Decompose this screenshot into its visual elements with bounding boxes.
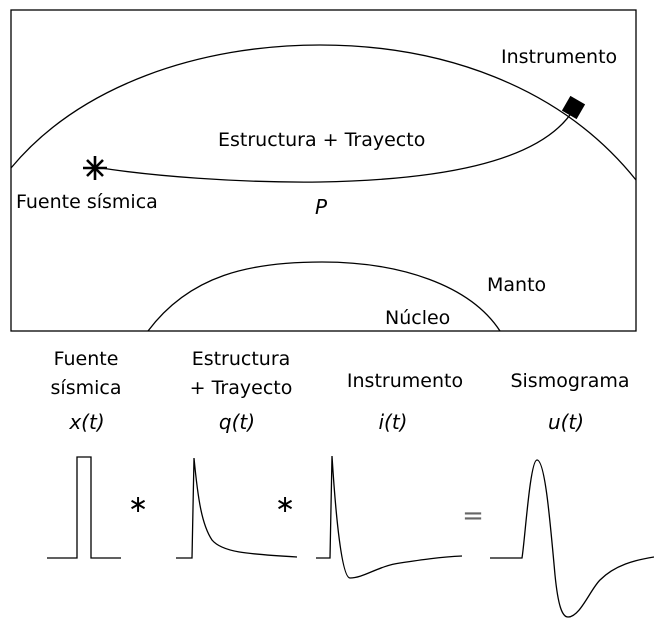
instrument-response-waveform: [316, 455, 463, 579]
term-path-line1: Estructura: [192, 348, 291, 370]
term-seismogram-line1: Sismograma: [510, 370, 629, 392]
earth-cross-section-frame: [10, 9, 637, 332]
mantle-label: Manto: [487, 274, 546, 296]
term-source-line2: sísmica: [51, 377, 122, 399]
seismogram-waveform: [490, 459, 654, 618]
core-boundary-curve: [147, 261, 501, 332]
instrument-square-icon: [561, 95, 586, 120]
path-response-waveform: [176, 457, 298, 559]
earth-surface-curve: [10, 44, 637, 181]
term-instrument-function: i(t): [378, 410, 407, 434]
source-label: Fuente sísmica: [16, 191, 158, 213]
p-wave-label: P: [315, 195, 328, 219]
term-path-function: q(t): [219, 410, 255, 434]
term-source-line1: Fuente: [54, 348, 119, 370]
core-label: Núcleo: [385, 307, 450, 329]
instrument-label: Instrumento: [501, 46, 617, 68]
convolution-operator-1: ∗: [128, 490, 148, 518]
source-boxcar-waveform: [47, 456, 121, 559]
seismic-source-star-icon: [83, 156, 107, 180]
ray-path-curve: [94, 108, 575, 183]
structure-path-label: Estructura + Trayecto: [218, 129, 425, 151]
convolution-operator-2: ∗: [275, 490, 295, 518]
term-seismogram-function: u(t): [548, 410, 584, 434]
term-instrument-line1: Instrumento: [347, 370, 463, 392]
term-source-function: x(t): [68, 410, 104, 434]
equals-operator: =: [462, 501, 484, 531]
term-path-line2: + Trayecto: [190, 377, 293, 399]
